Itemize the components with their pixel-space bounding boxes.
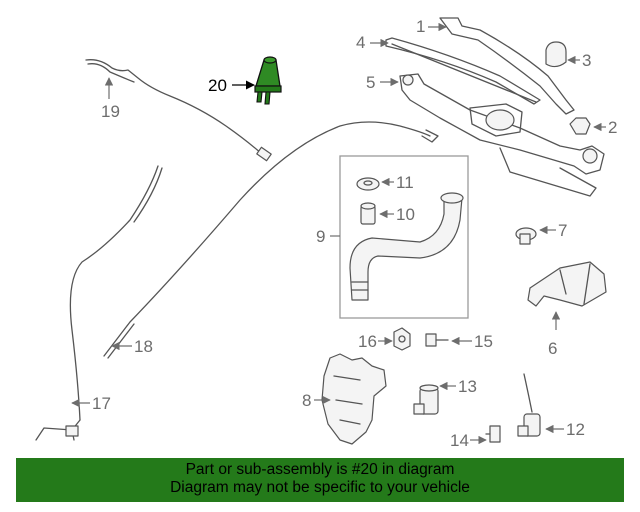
callout-16: 16 [358, 332, 377, 351]
part-18-washer-hose [103, 121, 439, 359]
part-6-bracket [527, 261, 607, 307]
part-15-screw [425, 333, 449, 347]
part-9-filler-neck [349, 192, 464, 301]
part-12-washer-pump [517, 373, 541, 437]
callout-5: 5 [366, 73, 375, 92]
info-banner: Part or sub-assembly is #20 in diagram D… [16, 458, 624, 502]
callout-12: 12 [566, 420, 585, 439]
part-17-washer-hose [35, 165, 163, 441]
part-13-washer-pump [413, 384, 439, 415]
callout-6: 6 [548, 339, 557, 358]
callout-4: 4 [356, 33, 365, 52]
part-3-cap [545, 41, 567, 68]
part-5-wiper-linkage [399, 73, 605, 197]
part-19-washer-hose [85, 59, 272, 162]
part-2-nut [569, 117, 591, 135]
part-11-grommet [356, 177, 380, 191]
part-1-wiper-arm [439, 17, 575, 115]
callout-9: 9 [316, 227, 325, 246]
callout-18: 18 [134, 337, 153, 356]
banner-line-2: Diagram may not be specific to your vehi… [170, 479, 470, 496]
callout-7: 7 [558, 221, 567, 240]
callout-13: 13 [458, 377, 477, 396]
part-8-washer-reservoir [321, 353, 387, 445]
callout-10: 10 [396, 205, 415, 224]
callout-1: 1 [416, 17, 425, 36]
banner-line-1: Part or sub-assembly is #20 in diagram [185, 461, 455, 478]
callout-2: 2 [608, 118, 617, 137]
callout-20: 20 [208, 76, 227, 95]
part-7-bolt [515, 227, 537, 245]
callout-3: 3 [582, 51, 591, 70]
part-10-cap [360, 202, 376, 225]
callout-8: 8 [302, 391, 311, 410]
part-14-connector [485, 425, 501, 443]
part-9-group-box [339, 155, 469, 319]
callout-17: 17 [92, 394, 111, 413]
part-4-wiper-blade [385, 37, 541, 105]
part-20-washer-nozzle[interactable] [254, 56, 282, 105]
callout-15: 15 [474, 332, 493, 351]
callout-14: 14 [450, 431, 469, 450]
callout-11: 11 [396, 173, 414, 192]
part-16-clip [393, 327, 411, 351]
callout-19: 19 [101, 102, 120, 121]
